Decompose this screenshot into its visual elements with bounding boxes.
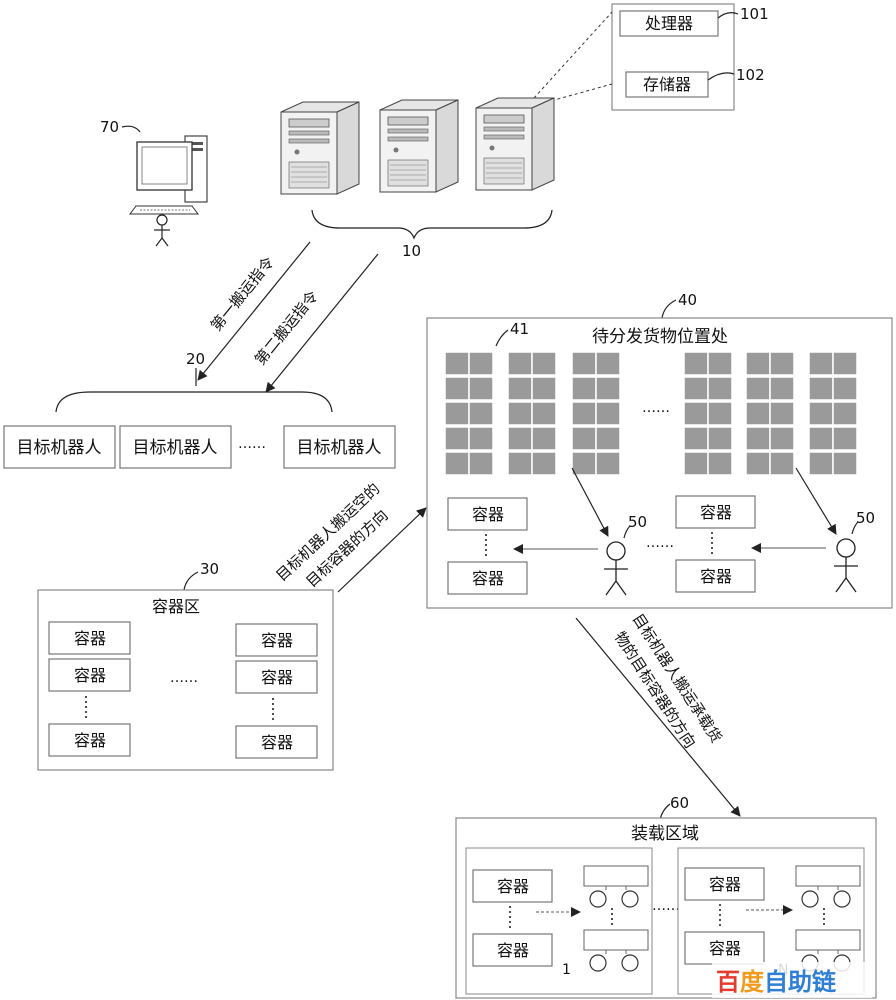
to-goods-arrow	[337, 507, 427, 593]
loading-zone-title: 装载区域	[631, 824, 699, 844]
terminal: 70	[100, 118, 208, 247]
loading-container-box	[472, 869, 553, 903]
server-group-ref: 10	[402, 242, 421, 260]
server-brace	[311, 209, 553, 240]
goods-shelf	[808, 351, 858, 476]
container-zone-ref: 30	[200, 560, 219, 578]
memory-label: 存储器	[643, 75, 691, 94]
zone-container-label: 容器	[261, 733, 293, 752]
to-loading-arrow	[575, 617, 741, 817]
container-zone: 30 容器区 容器 容器 容器 …… 容器 容器 容器	[37, 560, 334, 771]
robots-brace	[55, 391, 333, 413]
robot-person-ref: 50	[628, 513, 647, 531]
zone-container-box	[235, 660, 318, 694]
goods-container-label: 容器	[472, 505, 504, 524]
robot-label: 目标机器人	[297, 438, 382, 458]
goods-container-box	[675, 495, 756, 529]
zone-container-box	[48, 658, 131, 692]
zone-container-label: 容器	[74, 731, 106, 750]
server-icon	[280, 101, 360, 195]
robot-label: 目标机器人	[17, 438, 102, 458]
goods-shelves-ellipsis: ……	[642, 400, 670, 416]
goods-zone: 40 待分发货物位置处 41 …… 容器 容器 容器 容器 50 50 ……	[426, 291, 893, 609]
keyboard-icon	[129, 205, 199, 215]
goods-shelf	[683, 351, 733, 476]
zone-container-box	[235, 725, 318, 759]
zone-container-box	[48, 723, 131, 757]
container-zone-title: 容器区	[152, 597, 200, 616]
server-icon	[379, 99, 459, 193]
zone-container-box	[48, 621, 131, 655]
detail-link-top	[533, 11, 613, 99]
terminal-ref: 70	[100, 118, 119, 136]
goods-container-label: 容器	[472, 569, 504, 588]
robot-box	[119, 425, 232, 469]
goods-container-box	[447, 561, 528, 595]
goods-container-label: 容器	[700, 567, 732, 586]
first-instruction-arrow	[197, 241, 311, 381]
memory-ref: 102	[736, 66, 765, 84]
goods-shelf	[571, 351, 621, 476]
goods-zone-title: 待分发货物位置处	[592, 327, 728, 347]
goods-container-label: 容器	[700, 503, 732, 522]
robot-label: 目标机器人	[133, 438, 218, 458]
loading-container-box	[684, 867, 765, 901]
robots-ref: 20	[186, 350, 205, 368]
loading-container-box	[684, 931, 765, 965]
loading-container-label: 容器	[497, 941, 529, 960]
memory-box	[625, 71, 709, 98]
second-instruction-label: 第二搬运指令	[251, 287, 322, 368]
processor-box	[619, 10, 719, 37]
pick-arrow	[795, 467, 837, 535]
zone-container-label: 容器	[74, 666, 106, 685]
zone-container-label: 容器	[261, 668, 293, 687]
server-group: 10	[280, 97, 555, 260]
goods-shelf	[745, 351, 795, 476]
loading-ellipsis: ……	[652, 898, 680, 914]
server-detail-panel: 处理器 存储器 101 102	[611, 3, 769, 111]
goods-zone-ref: 40	[678, 291, 697, 309]
pick-arrow	[571, 467, 609, 537]
goods-container-box	[447, 497, 528, 531]
goods-persons-ellipsis: ……	[646, 535, 674, 551]
loading-zone-ref: 60	[670, 794, 689, 812]
processor-label: 处理器	[645, 14, 693, 33]
robots-ellipsis: ……	[238, 436, 266, 452]
zone-container-label: 容器	[74, 629, 106, 648]
robot-box	[3, 425, 116, 469]
loading-bay	[465, 847, 653, 995]
target-robots: 20 目标机器人 目标机器人 …… 目标机器人	[3, 350, 396, 469]
loading-zone: 60 装载区域 容器 容器 1 …… 容器 容器 N	[455, 794, 877, 999]
loading-container-box	[472, 933, 553, 967]
bay-index-first: 1	[562, 962, 571, 978]
watermark-text: 百度自助链	[716, 968, 837, 996]
server-icon	[475, 97, 555, 191]
goods-container-box	[675, 559, 756, 593]
goods-shelf	[507, 351, 557, 476]
user-icon	[156, 214, 168, 226]
robot-person-ref: 50	[856, 509, 875, 527]
container-zone-ellipsis: ……	[170, 670, 198, 686]
zone-container-label: 容器	[261, 631, 293, 650]
robot-box	[283, 425, 396, 469]
goods-block-ref: 41	[510, 320, 529, 338]
loading-container-label: 容器	[497, 877, 529, 896]
processor-ref: 101	[740, 5, 769, 23]
loading-container-label: 容器	[709, 875, 741, 894]
zone-container-box	[235, 623, 318, 657]
loading-container-label: 容器	[709, 939, 741, 958]
goods-shelf	[444, 351, 494, 476]
second-instruction-arrow	[265, 253, 379, 393]
watermark-logo: 百度自助链	[712, 962, 872, 998]
